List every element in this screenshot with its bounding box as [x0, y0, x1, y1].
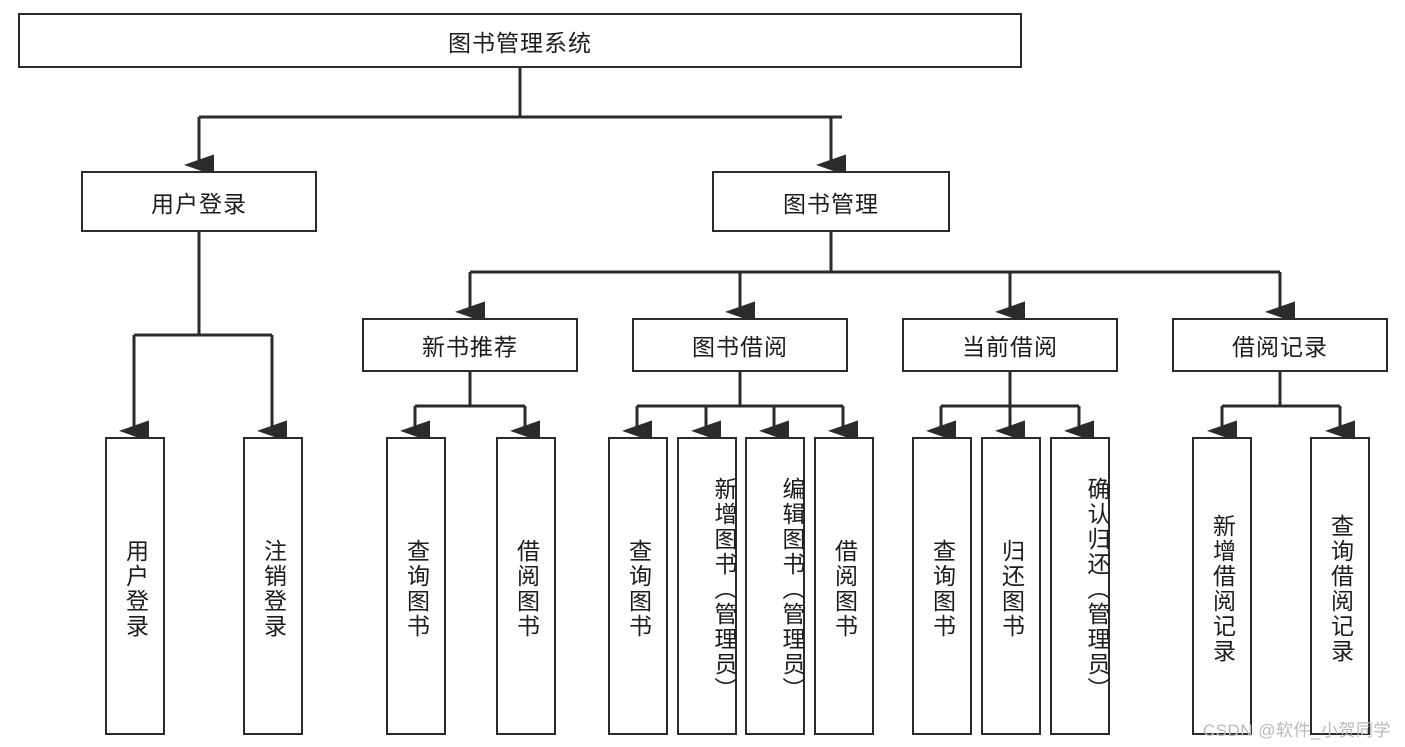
leaf-current-borrow-1[interactable]: 查询图书 — [912, 437, 972, 735]
leaf-user-login-2-label: 注销登录 — [260, 539, 287, 639]
leaf-current-borrow-1-label: 查询图书 — [929, 539, 956, 639]
leaf-book-borrow-1-label: 查询图书 — [625, 539, 652, 639]
leaf-current-borrow-3[interactable]: 确认归还（管理员） — [1050, 437, 1110, 735]
leaf-new-book-2[interactable]: 借阅图书 — [496, 437, 556, 735]
leaf-current-borrow-2-label: 归还图书 — [998, 539, 1025, 639]
node-book-borrow-label: 图书借阅 — [692, 334, 788, 360]
leaf-borrow-record-2-label: 查询借阅记录 — [1327, 514, 1354, 664]
leaf-current-borrow-3-label: 确认归还（管理员） — [1084, 476, 1110, 702]
leaf-user-login-2[interactable]: 注销登录 — [243, 437, 303, 735]
leaf-book-borrow-4[interactable]: 借阅图书 — [814, 437, 874, 735]
node-current-borrow[interactable]: 当前借阅 — [902, 318, 1118, 372]
node-root-label: 图书管理系统 — [448, 29, 592, 56]
leaf-book-borrow-2[interactable]: 新增图书（管理员） — [677, 437, 737, 735]
leaf-book-borrow-3[interactable]: 编辑图书（管理员） — [745, 437, 805, 735]
node-book-manage-label: 图书管理 — [783, 190, 879, 217]
leaf-user-login-1[interactable]: 用户登录 — [105, 437, 165, 735]
leaf-book-borrow-4-label: 借阅图书 — [831, 539, 858, 639]
node-borrow-record[interactable]: 借阅记录 — [1172, 318, 1388, 372]
node-root[interactable]: 图书管理系统 — [18, 13, 1022, 68]
leaf-user-login-1-label: 用户登录 — [122, 539, 149, 639]
leaf-book-borrow-3-label: 编辑图书（管理员） — [779, 476, 805, 702]
leaf-borrow-record-2[interactable]: 查询借阅记录 — [1310, 437, 1370, 735]
leaf-new-book-1-label: 查询图书 — [403, 539, 430, 639]
node-user-login[interactable]: 用户登录 — [81, 171, 317, 232]
node-current-borrow-label: 当前借阅 — [962, 334, 1058, 360]
leaf-new-book-1[interactable]: 查询图书 — [386, 437, 446, 735]
leaf-book-borrow-2-label: 新增图书（管理员） — [711, 476, 737, 702]
node-book-manage[interactable]: 图书管理 — [712, 171, 950, 232]
node-user-login-label: 用户登录 — [151, 190, 247, 217]
leaf-new-book-2-label: 借阅图书 — [513, 539, 540, 639]
watermark: CSDN @软件_小贺同学 — [1202, 721, 1391, 740]
node-new-book-recommend-label: 新书推荐 — [422, 334, 518, 360]
leaf-book-borrow-1[interactable]: 查询图书 — [608, 437, 668, 735]
node-book-borrow[interactable]: 图书借阅 — [632, 318, 848, 372]
leaf-borrow-record-1-label: 新增借阅记录 — [1209, 514, 1236, 664]
node-new-book-recommend[interactable]: 新书推荐 — [362, 318, 578, 372]
node-borrow-record-label: 借阅记录 — [1232, 334, 1328, 360]
leaf-current-borrow-2[interactable]: 归还图书 — [981, 437, 1041, 735]
leaf-borrow-record-1[interactable]: 新增借阅记录 — [1192, 437, 1252, 735]
